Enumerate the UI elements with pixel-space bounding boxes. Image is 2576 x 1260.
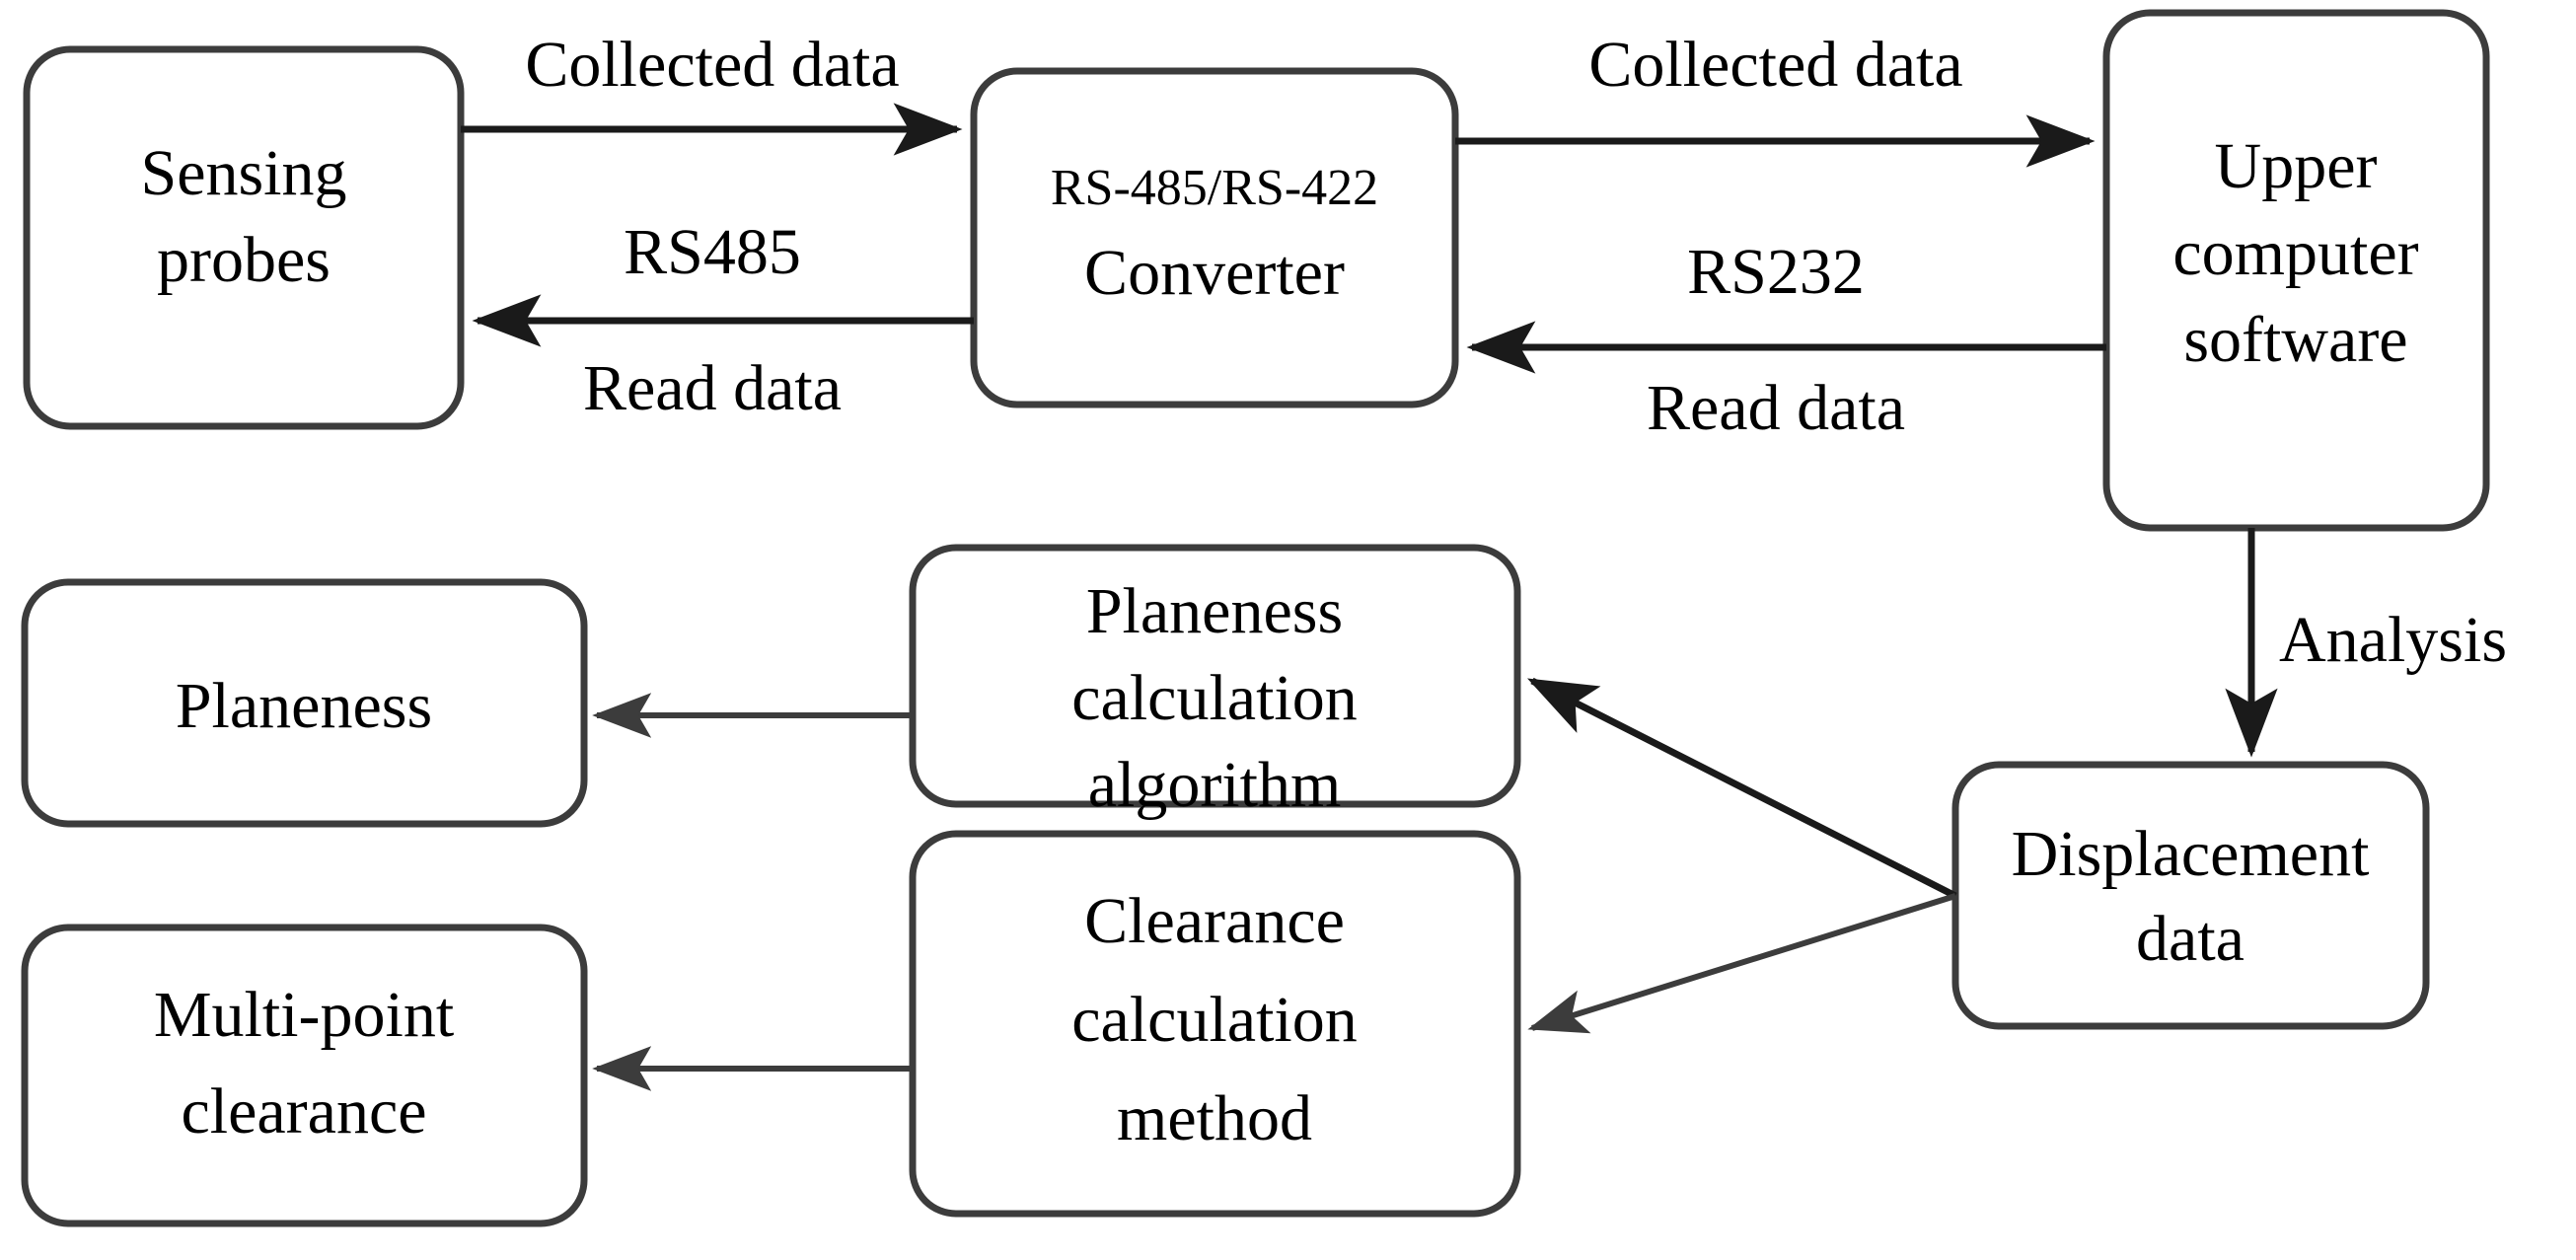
node-clearance-calculation-method[interactable]: Clearance calculation method [909,830,1521,1218]
node-upper-computer-software[interactable]: Upper computer software [2102,9,2490,532]
node-planeness-algorithm-line3: algorithm [1088,749,1342,821]
node-sensing-probes[interactable]: Sensing probes [23,45,465,430]
edge-upper-computer-to-displacement-data-label: Analysis [2279,604,2507,676]
node-clearance-method-line1: Clearance [1084,885,1345,957]
node-upper-computer-software-box[interactable] [2102,9,2490,532]
node-upper-computer-line1: Upper [2215,130,2378,202]
node-planeness-algorithm-line2: calculation [1071,662,1358,734]
node-planeness-calculation-algorithm-box[interactable] [909,544,1521,808]
node-planeness-result-line1: Planeness [176,670,432,742]
edge-upper-computer-to-converter-label-protocol: RS232 [1687,236,1865,308]
node-clearance-calculation-method-box[interactable] [909,830,1521,1218]
node-sensing-probes-box[interactable] [23,45,465,430]
node-sensing-probes-line1: Sensing [140,137,346,209]
node-converter-box[interactable] [970,67,1459,408]
node-planeness-algorithm-line1: Planeness [1086,575,1343,647]
node-clearance-method-line2: calculation [1071,984,1358,1056]
node-multipoint-clearance[interactable]: Multi-point clearance [21,924,588,1227]
edge-displacement-data-to-clearance-method [1527,893,1956,1034]
node-converter[interactable]: RS-485/RS-422 Converter [970,67,1459,408]
node-displacement-data-line1: Displacement [2012,818,2370,890]
edge-upper-computer-to-converter: RS232 Read data [1466,236,2106,444]
edge-converter-to-upper-computer: Collected data [1455,29,2096,168]
edge-upper-computer-to-converter-label-action: Read data [1647,372,1905,444]
node-sensing-probes-line2: probes [157,224,331,296]
node-multipoint-clearance-line1: Multi-point [154,979,454,1051]
node-upper-computer-line2: computer [2172,217,2418,289]
node-displacement-data[interactable]: Displacement data [1951,761,2430,1030]
node-clearance-method-line3: method [1117,1082,1312,1154]
node-planeness-result[interactable]: Planeness [21,578,588,828]
node-multipoint-clearance-box[interactable] [21,924,588,1227]
node-planeness-result-box[interactable] [21,578,588,828]
edge-upper-computer-to-displacement-data: Analysis [2225,528,2507,758]
edge-converter-to-probes: RS485 Read data [472,216,974,424]
node-converter-line2: Converter [1084,237,1345,309]
edge-converter-to-probes-label-protocol: RS485 [624,216,801,288]
node-displacement-data-line2: data [2136,903,2245,975]
edge-converter-to-upper-computer-label: Collected data [1588,29,1962,101]
node-converter-line1: RS-485/RS-422 [1051,160,1378,216]
node-multipoint-clearance-line2: clearance [181,1075,426,1148]
edge-displacement-data-to-planeness-algorithm [1527,677,1957,900]
node-displacement-data-box[interactable] [1951,761,2430,1030]
edge-converter-to-probes-label-action: Read data [583,352,842,424]
edge-probes-to-converter-label: Collected data [525,29,899,101]
edge-probes-to-converter: Collected data [461,29,963,156]
node-planeness-calculation-algorithm[interactable]: Planeness calculation algorithm [909,544,1521,821]
node-upper-computer-line3: software [2183,304,2407,376]
